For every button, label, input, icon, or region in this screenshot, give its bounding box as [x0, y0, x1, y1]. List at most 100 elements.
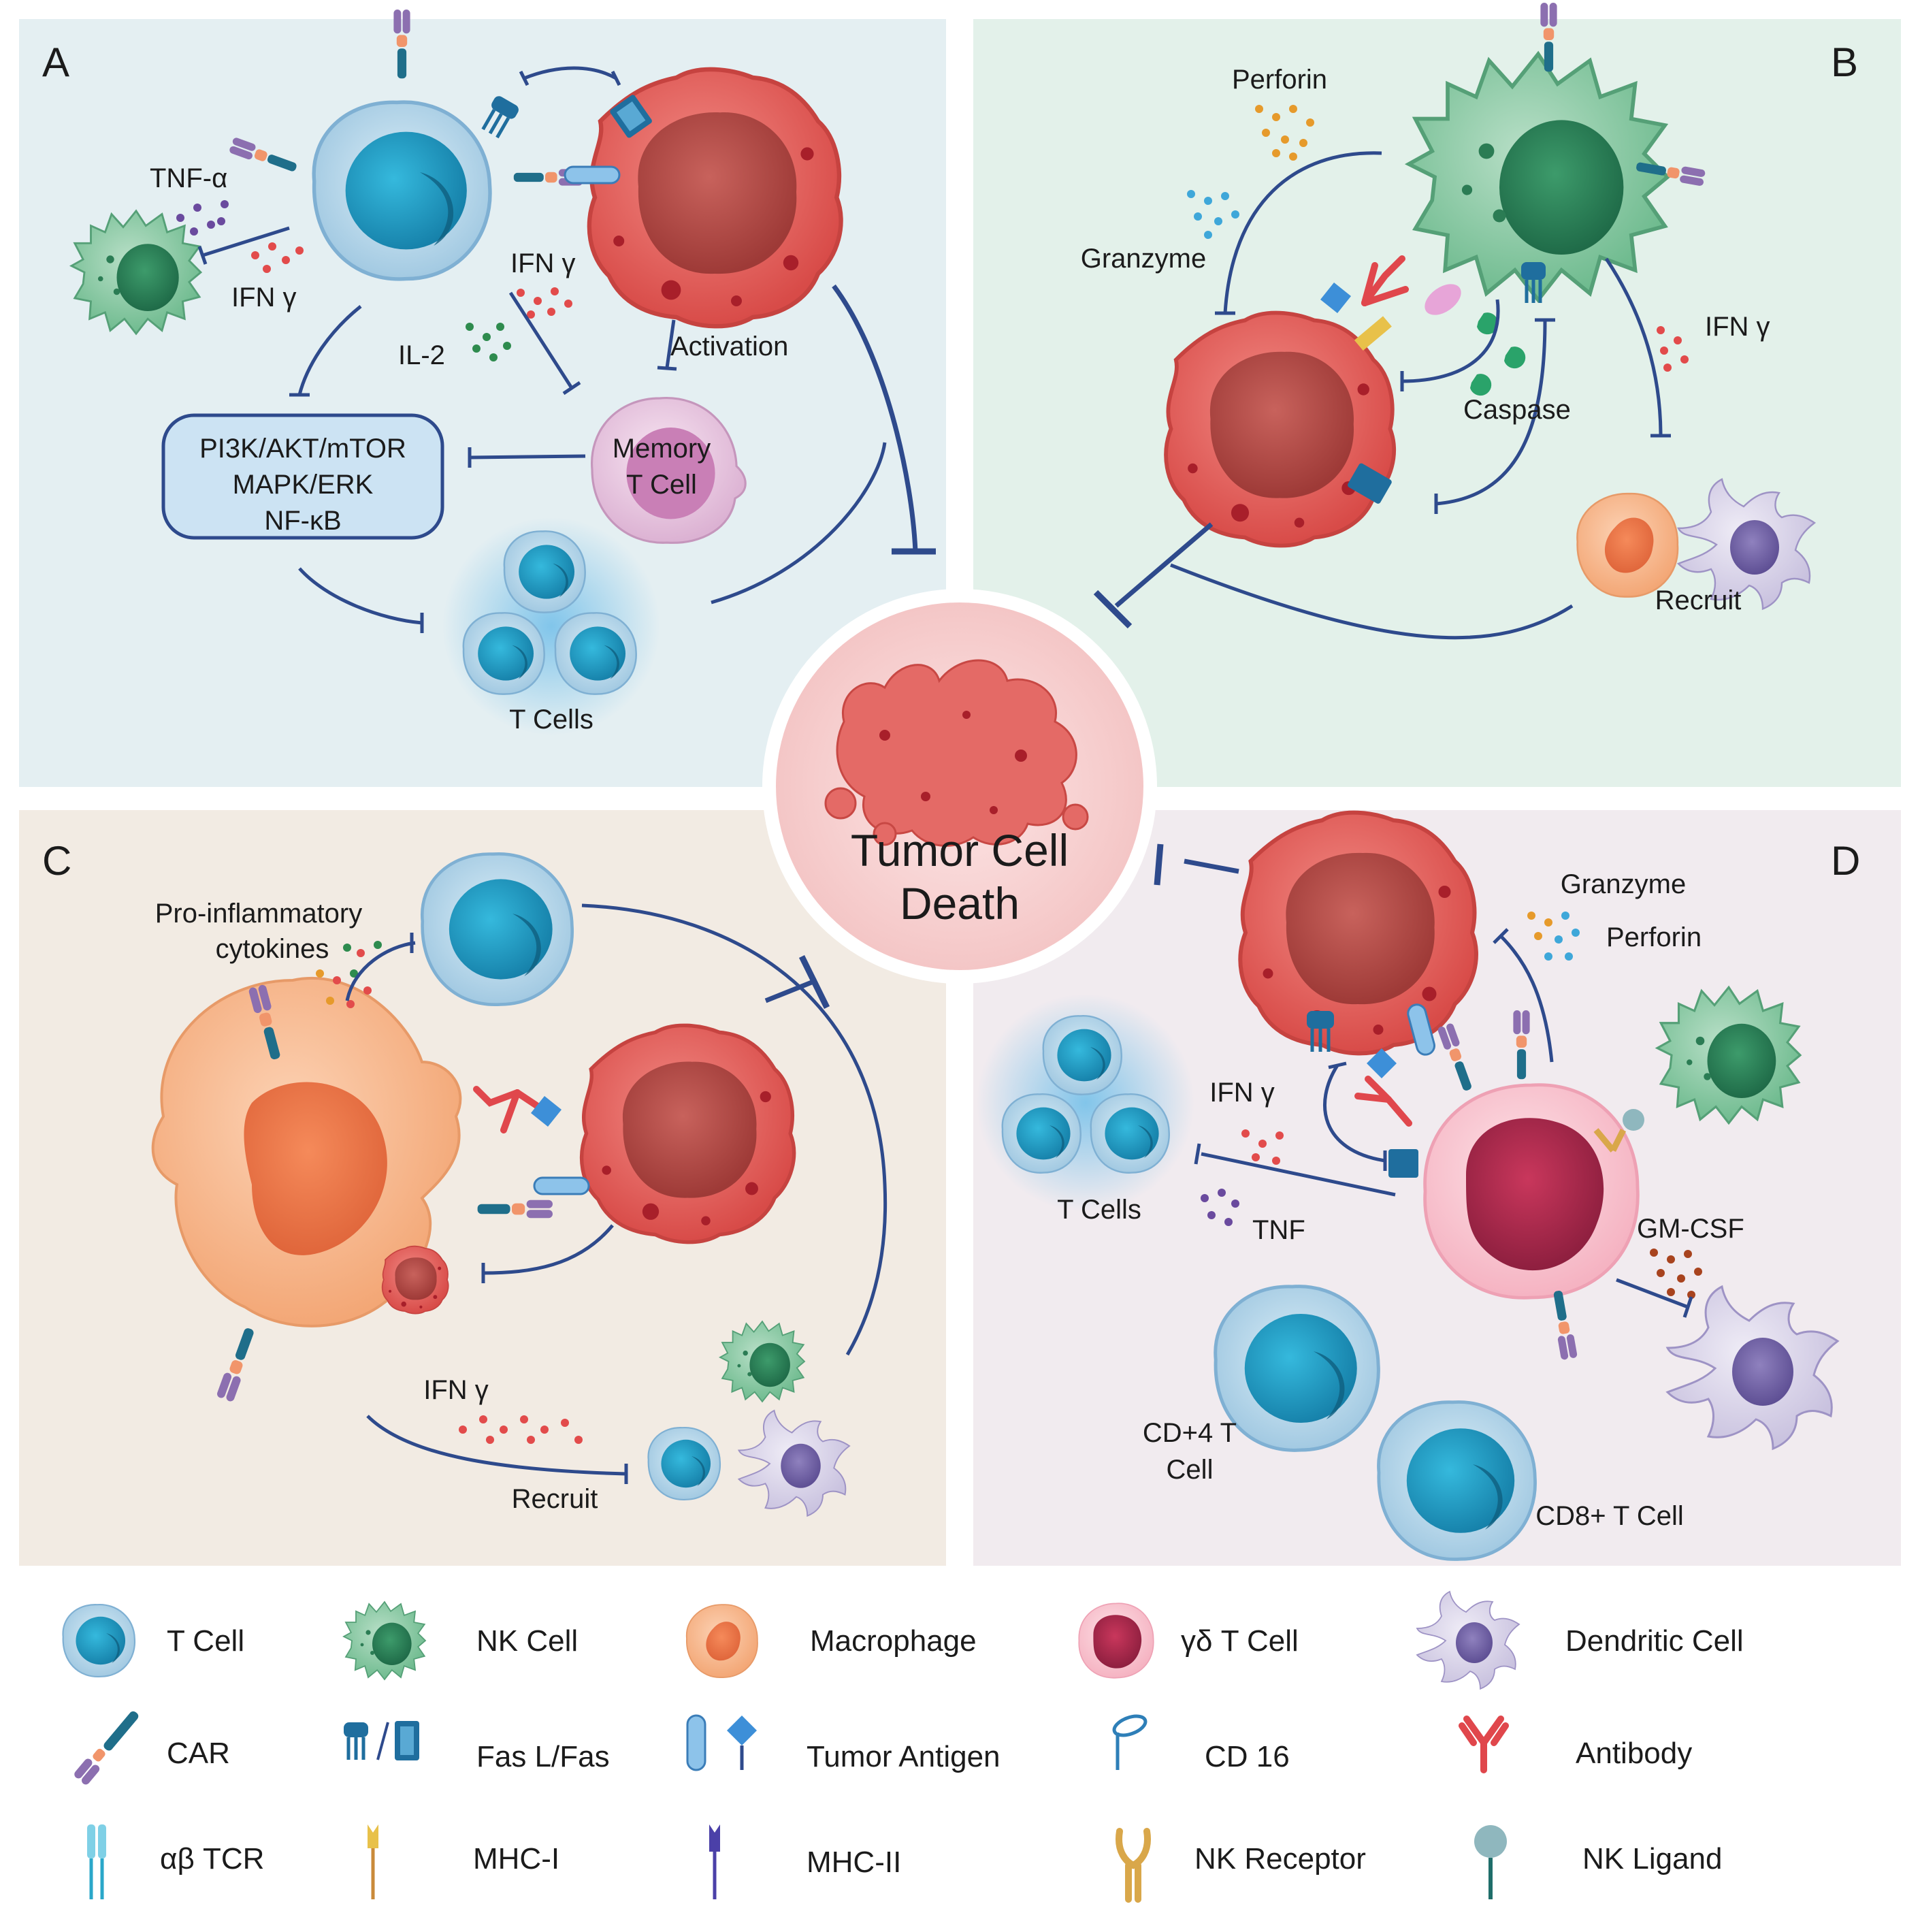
car-macrophage-nucleus	[244, 1082, 387, 1255]
proinflam-dots	[316, 941, 382, 1008]
caspase-label: Caspase	[1463, 395, 1571, 425]
legend-mhc1-icon	[368, 1824, 378, 1899]
panel-b: Perforin Granzyme IFN γ Caspase Recruit	[1081, 2, 1816, 640]
engulfed-tumor-fragment	[381, 1245, 449, 1315]
tumor-antigen-a	[564, 165, 621, 184]
nk-ligand-d	[1623, 1109, 1644, 1131]
panel-d-arrows	[1154, 843, 1693, 1318]
tumor-cell-b	[1166, 313, 1394, 546]
tumor-antigen-d	[1407, 1003, 1435, 1056]
panel-a-arrows	[197, 66, 936, 633]
legend-label-fas: Fas L/Fas	[476, 1740, 610, 1773]
ifn-gamma-label-d: IFN γ	[1209, 1078, 1275, 1108]
nk-cell-a	[70, 210, 202, 335]
perforin-label-d: Perforin	[1606, 922, 1702, 952]
activation-label: Activation	[670, 332, 788, 361]
cd8-label: CD8+ T Cell	[1535, 1501, 1684, 1531]
gm-csf-label: GM-CSF	[1637, 1214, 1744, 1244]
legend-label-mhc2: MHC-II	[807, 1846, 901, 1879]
legend-label-mhc1: MHC-I	[473, 1842, 559, 1875]
macrophage-b	[1576, 492, 1679, 598]
antibody-c	[473, 1086, 541, 1133]
legend-label-car: CAR	[167, 1737, 230, 1770]
tnf-label-d: TNF	[1252, 1215, 1305, 1245]
proinflam-label-1: Pro-inflammatory	[155, 899, 363, 929]
cd4-t-cell	[1216, 1287, 1379, 1451]
legend-t-cell-icon	[62, 1603, 136, 1678]
antibody-b	[1361, 255, 1409, 306]
granzyme-dots-b	[1187, 190, 1239, 239]
t-cell-c	[422, 854, 572, 1004]
cd4-label-1: CD+4 T	[1143, 1418, 1237, 1448]
nk-cell-c	[719, 1321, 805, 1402]
car-t-cell	[314, 102, 490, 279]
legend-label-t-cell: T Cell	[167, 1624, 244, 1658]
t-cell-a1	[503, 530, 586, 613]
legend-cd16-icon	[1112, 1714, 1148, 1770]
ifn-dots-d	[1241, 1129, 1284, 1165]
tumor-fragment-dots	[879, 711, 1027, 814]
pathway-label-3: NF-κB	[264, 506, 341, 536]
tnf-dots-d	[1201, 1189, 1239, 1226]
tnf-alpha-label: TNF-α	[150, 163, 227, 193]
legend-label-tumor-antigen: Tumor Antigen	[807, 1740, 1000, 1773]
recruit-label-b: Recruit	[1655, 585, 1742, 615]
panel-letter-b: B	[1831, 39, 1858, 85]
legend: T Cell NK Cell Macrophage γδ T Cell Dend…	[62, 1591, 1744, 1903]
center-label-line2: Death	[900, 878, 1020, 929]
legend-label-antibody: Antibody	[1576, 1737, 1692, 1770]
ifn-dots-c	[459, 1415, 583, 1444]
ifn-gamma-label-c: IFN γ	[423, 1375, 489, 1405]
fas-receptor-a	[610, 95, 652, 138]
granzyme-perforin-dots-d	[1527, 912, 1580, 961]
legend-label-macrophage: Macrophage	[810, 1624, 977, 1658]
legend-antibody-icon	[1459, 1716, 1509, 1773]
caspase-icons	[1470, 312, 1526, 396]
pathway-box	[161, 413, 444, 540]
center-label-line1: Tumor Cell	[851, 825, 1069, 875]
legend-macrophage-icon	[685, 1604, 758, 1678]
fas-b	[1348, 262, 1546, 504]
il2-label: IL-2	[398, 340, 445, 370]
fas-d	[1307, 1011, 1418, 1178]
fas-ligand-a	[481, 96, 519, 139]
panel-letter-d: D	[1831, 838, 1860, 884]
pathway-label-2: MAPK/ERK	[233, 470, 374, 500]
recruit-label-c: Recruit	[512, 1484, 598, 1514]
nk-cell-d	[1656, 986, 1802, 1125]
perforin-label-b: Perforin	[1232, 65, 1327, 95]
memory-label-2: T Cell	[626, 470, 697, 500]
antibody-d	[1354, 1076, 1412, 1127]
panel-b-arrows	[1093, 151, 1671, 640]
ifn-gamma-label-a2: IFN γ	[510, 248, 576, 278]
nk-receptor-d	[1593, 1128, 1627, 1153]
ifn-dots-b	[1657, 326, 1689, 372]
t-cell-c2	[647, 1426, 721, 1501]
t-cells-label-d: T Cells	[1057, 1195, 1141, 1225]
legend-nk-receptor-icon	[1116, 1828, 1151, 1903]
t-cell-a2	[462, 612, 545, 695]
granzyme-label-d: Granzyme	[1561, 869, 1687, 899]
il2-dots	[466, 323, 511, 361]
tnf-alpha-dots	[176, 200, 229, 236]
tumor-antigen-b	[1320, 283, 1351, 313]
panel-d: Granzyme Perforin IFN γ T Cells TNF GM-C…	[977, 813, 1839, 1560]
legend-label-cd16: CD 16	[1205, 1740, 1290, 1773]
legend-label-dendritic-cell: Dendritic Cell	[1565, 1624, 1744, 1658]
tumor-antigen-c2	[531, 1096, 562, 1127]
panel-letter-c: C	[42, 838, 71, 884]
legend-ab-tcr-icon	[87, 1824, 106, 1899]
ifn-dots-a2	[517, 287, 572, 319]
tumor-antigen-c	[533, 1176, 590, 1195]
legend-label-nk-receptor: NK Receptor	[1194, 1842, 1366, 1875]
memory-label-1: Memory	[613, 434, 711, 464]
ifn-dots-a1	[251, 242, 304, 273]
panel-letter-a: A	[42, 39, 69, 85]
t-cells-label-a: T Cells	[509, 705, 593, 735]
legend-label-nk-cell: NK Cell	[476, 1624, 578, 1658]
panel-c: Pro-inflammatory cytokines IFN γ Recruit	[151, 854, 888, 1517]
tumor-cell-death-center: Tumor Cell Death	[762, 589, 1157, 984]
legend-car-icon	[74, 1711, 139, 1785]
t-cell-d2	[1001, 1093, 1081, 1174]
